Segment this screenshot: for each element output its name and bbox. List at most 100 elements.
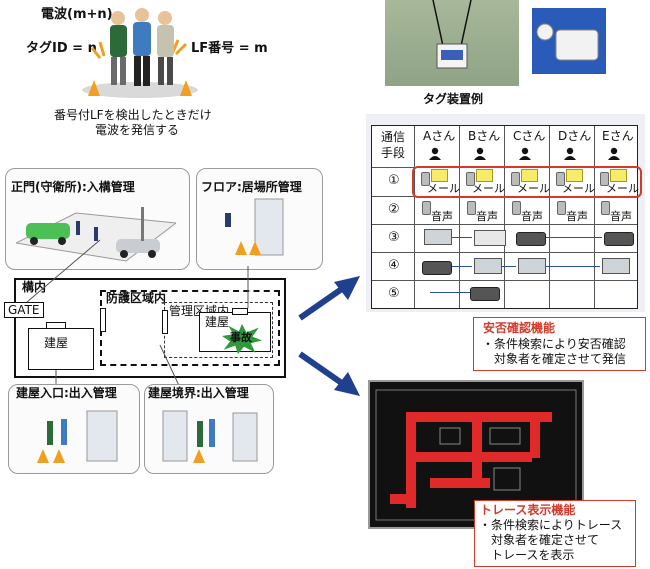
fax-icon [474,230,506,246]
voice-text-e: 音声 [610,210,632,223]
caption-line-1: 番号付LFを検出したときだけ [54,108,212,122]
building-right-label: 建屋 [205,315,230,329]
building-boundary-label: 建屋境界:出入管理 [148,386,249,400]
computer-icon [602,258,630,274]
row-label-4: ④ [388,258,400,273]
printer-icon [604,232,634,246]
header-corner-line1: 通信 [381,130,406,144]
communication-table [371,125,638,309]
computer-icon [518,258,546,274]
printer-icon [516,232,546,246]
arrow-icon [452,237,472,238]
managed-area-door [162,310,168,334]
phone-icon [467,201,476,215]
gate-scene-illustration [16,207,176,262]
arrow-icon [452,266,472,267]
building-entrance-panel [8,384,140,474]
column-header-d: Dさん [558,129,592,143]
safety-feature-title: 安否確認機能 [483,321,556,335]
caption-line-2: 電波を発信する [95,123,180,137]
arrow-icon [430,292,470,293]
row-label-2: ② [388,202,400,217]
safety-confirmation-box [473,317,646,371]
boundary-scene-illustration [162,410,258,463]
row-label-5: ⑤ [388,286,400,301]
safety-feature-line1: ・条件検索により安否確認 [482,337,626,351]
phone-icon [601,201,610,215]
column-header-e: Eさん [602,129,634,143]
mail-text-d: メール [562,182,595,195]
building-right-door [232,308,248,315]
mail-text-b: メール [472,182,505,195]
mail-text-a: メール [427,182,460,195]
printer-icon [470,287,500,301]
column-header-a: Aさん [423,129,456,143]
tag-device-photo [532,8,606,74]
column-header-c: Cさん [513,129,546,143]
phone-icon [557,201,566,215]
tag-id-label: タグID = n [26,41,97,56]
column-header-b: Bさん [468,129,501,143]
tag-device-icon [536,23,599,61]
protected-area-label: 防護区域内 [106,291,167,305]
mail-text-e: メール [606,182,639,195]
protected-area-door [100,308,106,332]
arrow-icon [502,266,516,267]
person-icon [474,147,486,160]
printer-icon [422,261,452,275]
safety-feature-line2: 対象者を確定させて発信 [494,352,627,366]
header-corner-line2: 手段 [381,146,406,160]
lf-number-label: LF番号 = m [191,41,268,56]
building-left-door [46,322,66,329]
phone-icon [511,172,520,186]
main-gate-panel [5,168,190,270]
person-icon [608,147,620,160]
row-label-1: ① [388,173,400,188]
building-entrance-label: 建屋入口:出入管理 [16,386,117,400]
mail-text-c: メール [517,182,550,195]
computer-icon [424,229,452,245]
arrow-to-trace-icon [334,372,360,396]
computer-icon [474,258,502,274]
lanyard-tag-icon [432,0,472,69]
person-icon [564,147,576,160]
voice-text-b: 音声 [476,210,498,223]
mail-icon [610,169,627,182]
phone-icon [556,172,565,186]
tag-device-caption: タグ装置例 [423,92,484,106]
entrance-scene-illustration [37,410,118,463]
floor-plan-trace [375,389,577,521]
tag-wearing-photo [385,0,519,86]
gate-label: GATE [4,302,44,318]
trace-feature-line3: トレースを表示 [491,548,575,562]
mail-icon [431,169,448,182]
mail-icon [566,169,583,182]
building-left-label: 建屋 [44,336,69,350]
phone-icon [466,172,475,186]
trace-display-box [474,500,636,567]
walking-people-illustration [82,8,198,98]
voice-text-d: 音声 [566,210,588,223]
phone-icon [421,172,430,186]
arrow-to-table-icon [334,276,360,300]
accident-label: 事故 [230,331,252,344]
person-icon [429,147,441,160]
phone-icon [512,201,521,215]
radio-label: 電波(m+n) [41,7,113,22]
phone-icon [600,172,609,186]
trace-feature-title: トレース表示機能 [480,503,576,517]
mail-icon [521,169,538,182]
arrow-icon [546,237,602,238]
mail-row-highlight [412,166,642,198]
floor-panel [196,168,323,270]
trace-feature-line1: ・条件検索によりトレース [479,518,623,532]
mail-icon [476,169,493,182]
main-gate-label: 正門(守衛所):入構管理 [11,180,135,194]
premises-label: 構内 [22,280,47,294]
voice-text-a: 音声 [431,210,453,223]
voice-text-c: 音声 [521,210,543,223]
arrow-icon [546,266,600,267]
row-label-3: ③ [388,230,400,245]
phone-icon [422,201,431,215]
